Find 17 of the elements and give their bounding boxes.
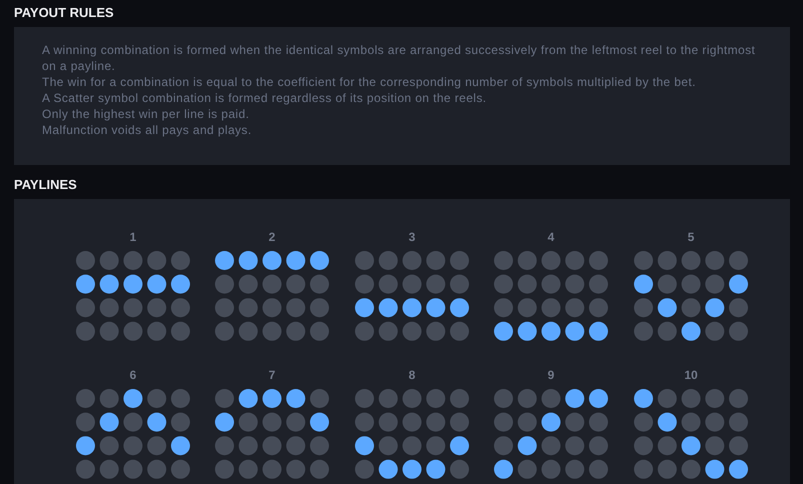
rule-text: Only the highest win per line is paid. (42, 106, 250, 122)
payline-number: 9 (548, 368, 554, 382)
payline-number: 2 (268, 230, 276, 244)
rule-text: A winning combination is formed when the identical symbols are arranged successively from the leftmost reel to the rightmost on a payline. (42, 42, 756, 74)
payline-number: 3 (408, 230, 416, 244)
section-heading: PAYLINES (14, 177, 77, 193)
payline-number: 8 (408, 368, 416, 382)
payline-number: 10 (684, 368, 698, 382)
payline-number: 7 (268, 368, 276, 382)
rule-text: A Scatter symbol combination is formed regardless of its position on the reels. (42, 90, 488, 106)
payline-number: 1 (130, 230, 136, 244)
payline-number: 4 (548, 230, 554, 244)
rule-text: The win for a combination is equal to the coefficient for the corresponding number of symbols multiplied by the bet. (42, 74, 697, 90)
section-heading: PAYOUT RULES (14, 5, 114, 21)
rule-text: Malfunction voids all pays and plays. (42, 122, 253, 138)
payline-number: 5 (688, 230, 694, 244)
payline-number: 6 (130, 368, 136, 382)
